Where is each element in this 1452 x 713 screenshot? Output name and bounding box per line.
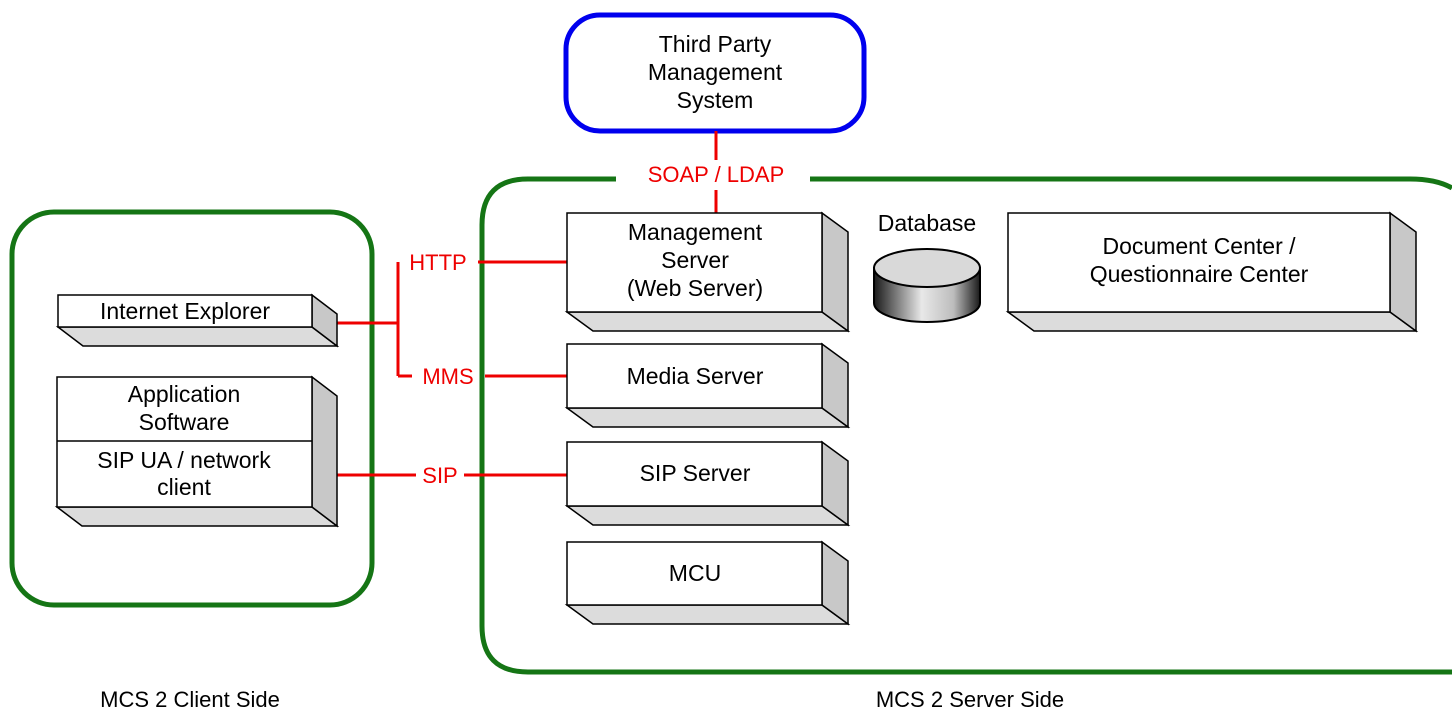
application-software-box: Application Software SIP UA / network cl… (54, 375, 340, 528)
sip-server-label: SIP Server (640, 460, 751, 486)
management-server-label-line1: Management (628, 219, 763, 245)
server-side-group (479, 176, 1452, 675)
database-icon (873, 248, 981, 323)
server-side-label: MCS 2 Server Side (876, 687, 1064, 712)
http-label: HTTP (409, 250, 466, 275)
internet-explorer-label: Internet Explorer (100, 298, 270, 324)
document-center-label-line1: Document Center / (1102, 233, 1296, 259)
mcu-label: MCU (669, 560, 721, 586)
document-center-label-line2: Questionnaire Center (1090, 261, 1309, 287)
soap-ldap-label-bg (616, 160, 810, 188)
soap-ldap-label: SOAP / LDAP (648, 162, 785, 187)
third-party-label-line3: System (677, 87, 754, 113)
internet-explorer-box: Internet Explorer (55, 293, 340, 348)
management-server-box: Management Server (Web Server) (564, 211, 851, 333)
client-side-label: MCS 2 Client Side (100, 687, 280, 712)
document-center-box: Document Center / Questionnaire Center (1005, 211, 1419, 333)
media-server-label: Media Server (627, 363, 764, 389)
third-party-label-line2: Management (648, 59, 783, 85)
media-server-box: Media Server (564, 342, 851, 429)
third-party-label-line1: Third Party (659, 31, 772, 57)
client-side-group (9, 209, 375, 608)
management-server-label-line3: (Web Server) (627, 275, 763, 301)
mcu-box: MCU (564, 540, 851, 626)
sip-ua-label-line1: SIP UA / network (97, 447, 271, 473)
third-party-management-system: Third Party Management System (563, 12, 867, 134)
mms-label: MMS (422, 364, 473, 389)
application-software-label-line2: Software (139, 409, 230, 435)
database-label: Database (878, 210, 976, 236)
sip-server-box: SIP Server (564, 440, 851, 527)
sip-label: SIP (422, 463, 457, 488)
management-server-label-line2: Server (661, 247, 729, 273)
sip-ua-label-line2: client (157, 474, 211, 500)
application-software-label-line1: Application (128, 381, 241, 407)
